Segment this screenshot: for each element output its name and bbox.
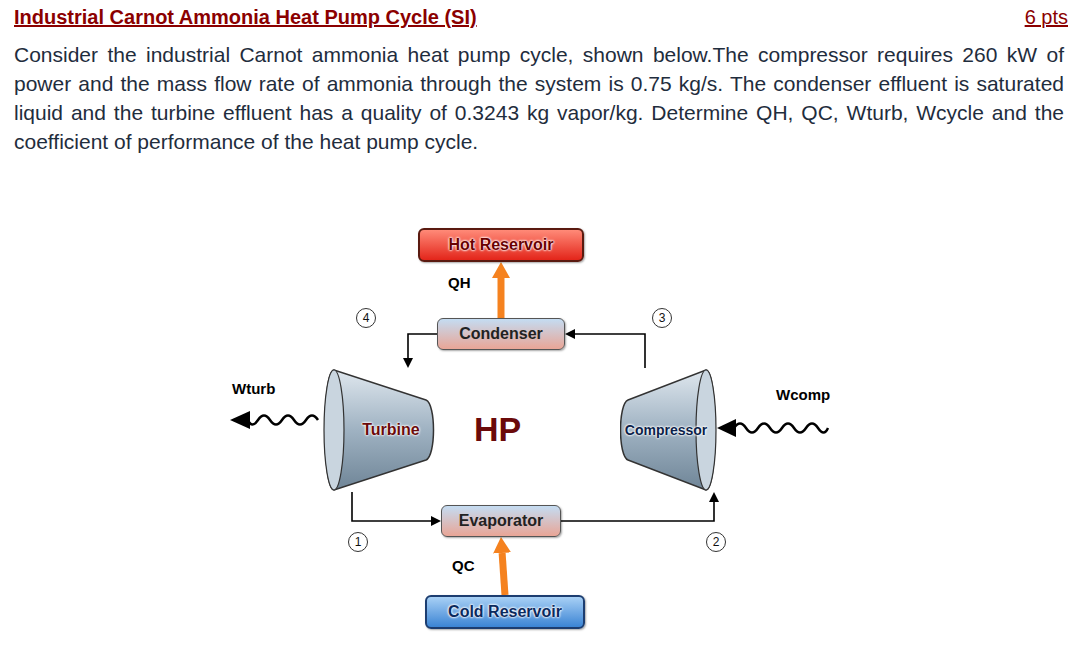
heat-flow-arrow [498,278,505,318]
node-text: Turbine [362,421,419,439]
callout-number: 3 [652,308,672,328]
points: 6 pts [1025,6,1068,29]
turbine-work-head [230,411,250,429]
cone-end [324,370,344,490]
flow-line [408,334,437,358]
compressor-work-wave [734,424,828,433]
evaporator-box: Evaporator [441,505,561,537]
callout-number: 2 [706,532,726,552]
flow-line [575,334,645,368]
node-text: Compressor [625,422,707,438]
node-text: Cold Reservoir [448,603,562,621]
work-label: Wcomp [776,386,830,403]
turbine-symbol: Turbine [320,368,436,492]
flow-line [561,502,714,521]
work-label: Wturb [232,380,275,397]
compressor-symbol: Compressor [620,368,720,492]
title: Industrial Carnot Ammonia Heat Pump Cycl… [14,6,477,29]
heat-label: QH [448,274,471,291]
turbine-work-wave [248,416,318,425]
cycle-label: HP [474,410,521,449]
callout-number: 1 [348,532,368,552]
cone-body [325,370,434,490]
cone-body [621,370,716,490]
heat-flow-arrow [502,553,505,595]
condenser-box: Condenser [437,318,565,350]
heat-label: QC [452,557,475,574]
callout-number: 4 [356,308,376,328]
flow-line [352,492,431,521]
node-text: Hot Reservoir [449,236,554,254]
cold-reservoir: Cold Reservoir [425,595,585,629]
node-text: Condenser [459,325,543,343]
problem-statement: Consider the industrial Carnot ammonia h… [14,40,1064,156]
hot-reservoir: Hot Reservoir [418,228,584,262]
node-text: Evaporator [459,512,543,530]
compressor-work-head [717,419,736,437]
